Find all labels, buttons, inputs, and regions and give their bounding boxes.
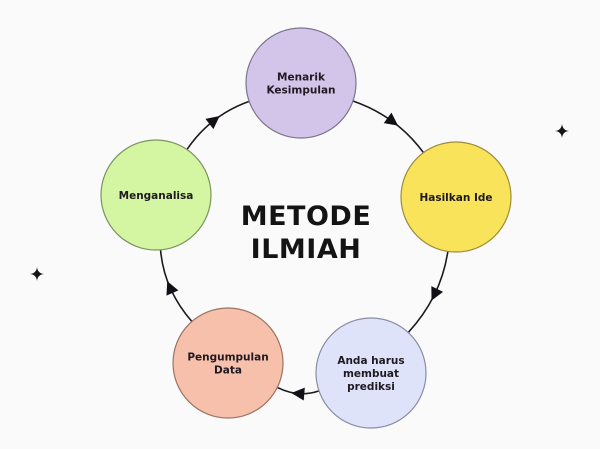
- step-circle: [100, 139, 212, 251]
- arrowhead-icon: [431, 286, 444, 301]
- arrowhead-icon: [166, 281, 179, 296]
- step-node-menganalisa: Menganalisa: [100, 139, 212, 251]
- arrowhead-icon: [205, 116, 220, 130]
- arrowhead-icon: [291, 387, 305, 401]
- step-circle: [400, 141, 512, 253]
- step-label-line: Kesimpulan: [266, 85, 335, 97]
- decorations: [30, 124, 569, 281]
- step-label-line: prediksi: [347, 381, 395, 393]
- step-circle: [172, 307, 284, 419]
- step-circle: [245, 27, 357, 139]
- step-label-line: Anda harus: [337, 355, 404, 367]
- flow-connector: [352, 100, 425, 154]
- flow-connector: [186, 100, 250, 150]
- step-label-line: Pengumpulan: [187, 352, 268, 364]
- connectors: [159, 100, 449, 401]
- step-label-line: membuat: [343, 368, 399, 380]
- step-label-line: Menganalisa: [119, 190, 194, 202]
- step-circle: [315, 317, 427, 429]
- step-node-hasilkan-ide: Hasilkan Ide: [400, 141, 512, 253]
- sparkle-star-icon: [30, 267, 44, 281]
- title-line-2: ILMIAH: [251, 234, 362, 265]
- title-line-1: METODE: [241, 201, 372, 232]
- arrowhead-icon: [383, 112, 399, 126]
- step-label-line: Data: [214, 365, 242, 377]
- flow-connector: [159, 249, 193, 323]
- step-label-line: Hasilkan Ide: [419, 192, 492, 204]
- step-label-line: Menarik: [277, 72, 326, 84]
- sparkle-star-icon: [555, 124, 569, 138]
- diagram-title: METODE ILMIAH: [241, 201, 372, 265]
